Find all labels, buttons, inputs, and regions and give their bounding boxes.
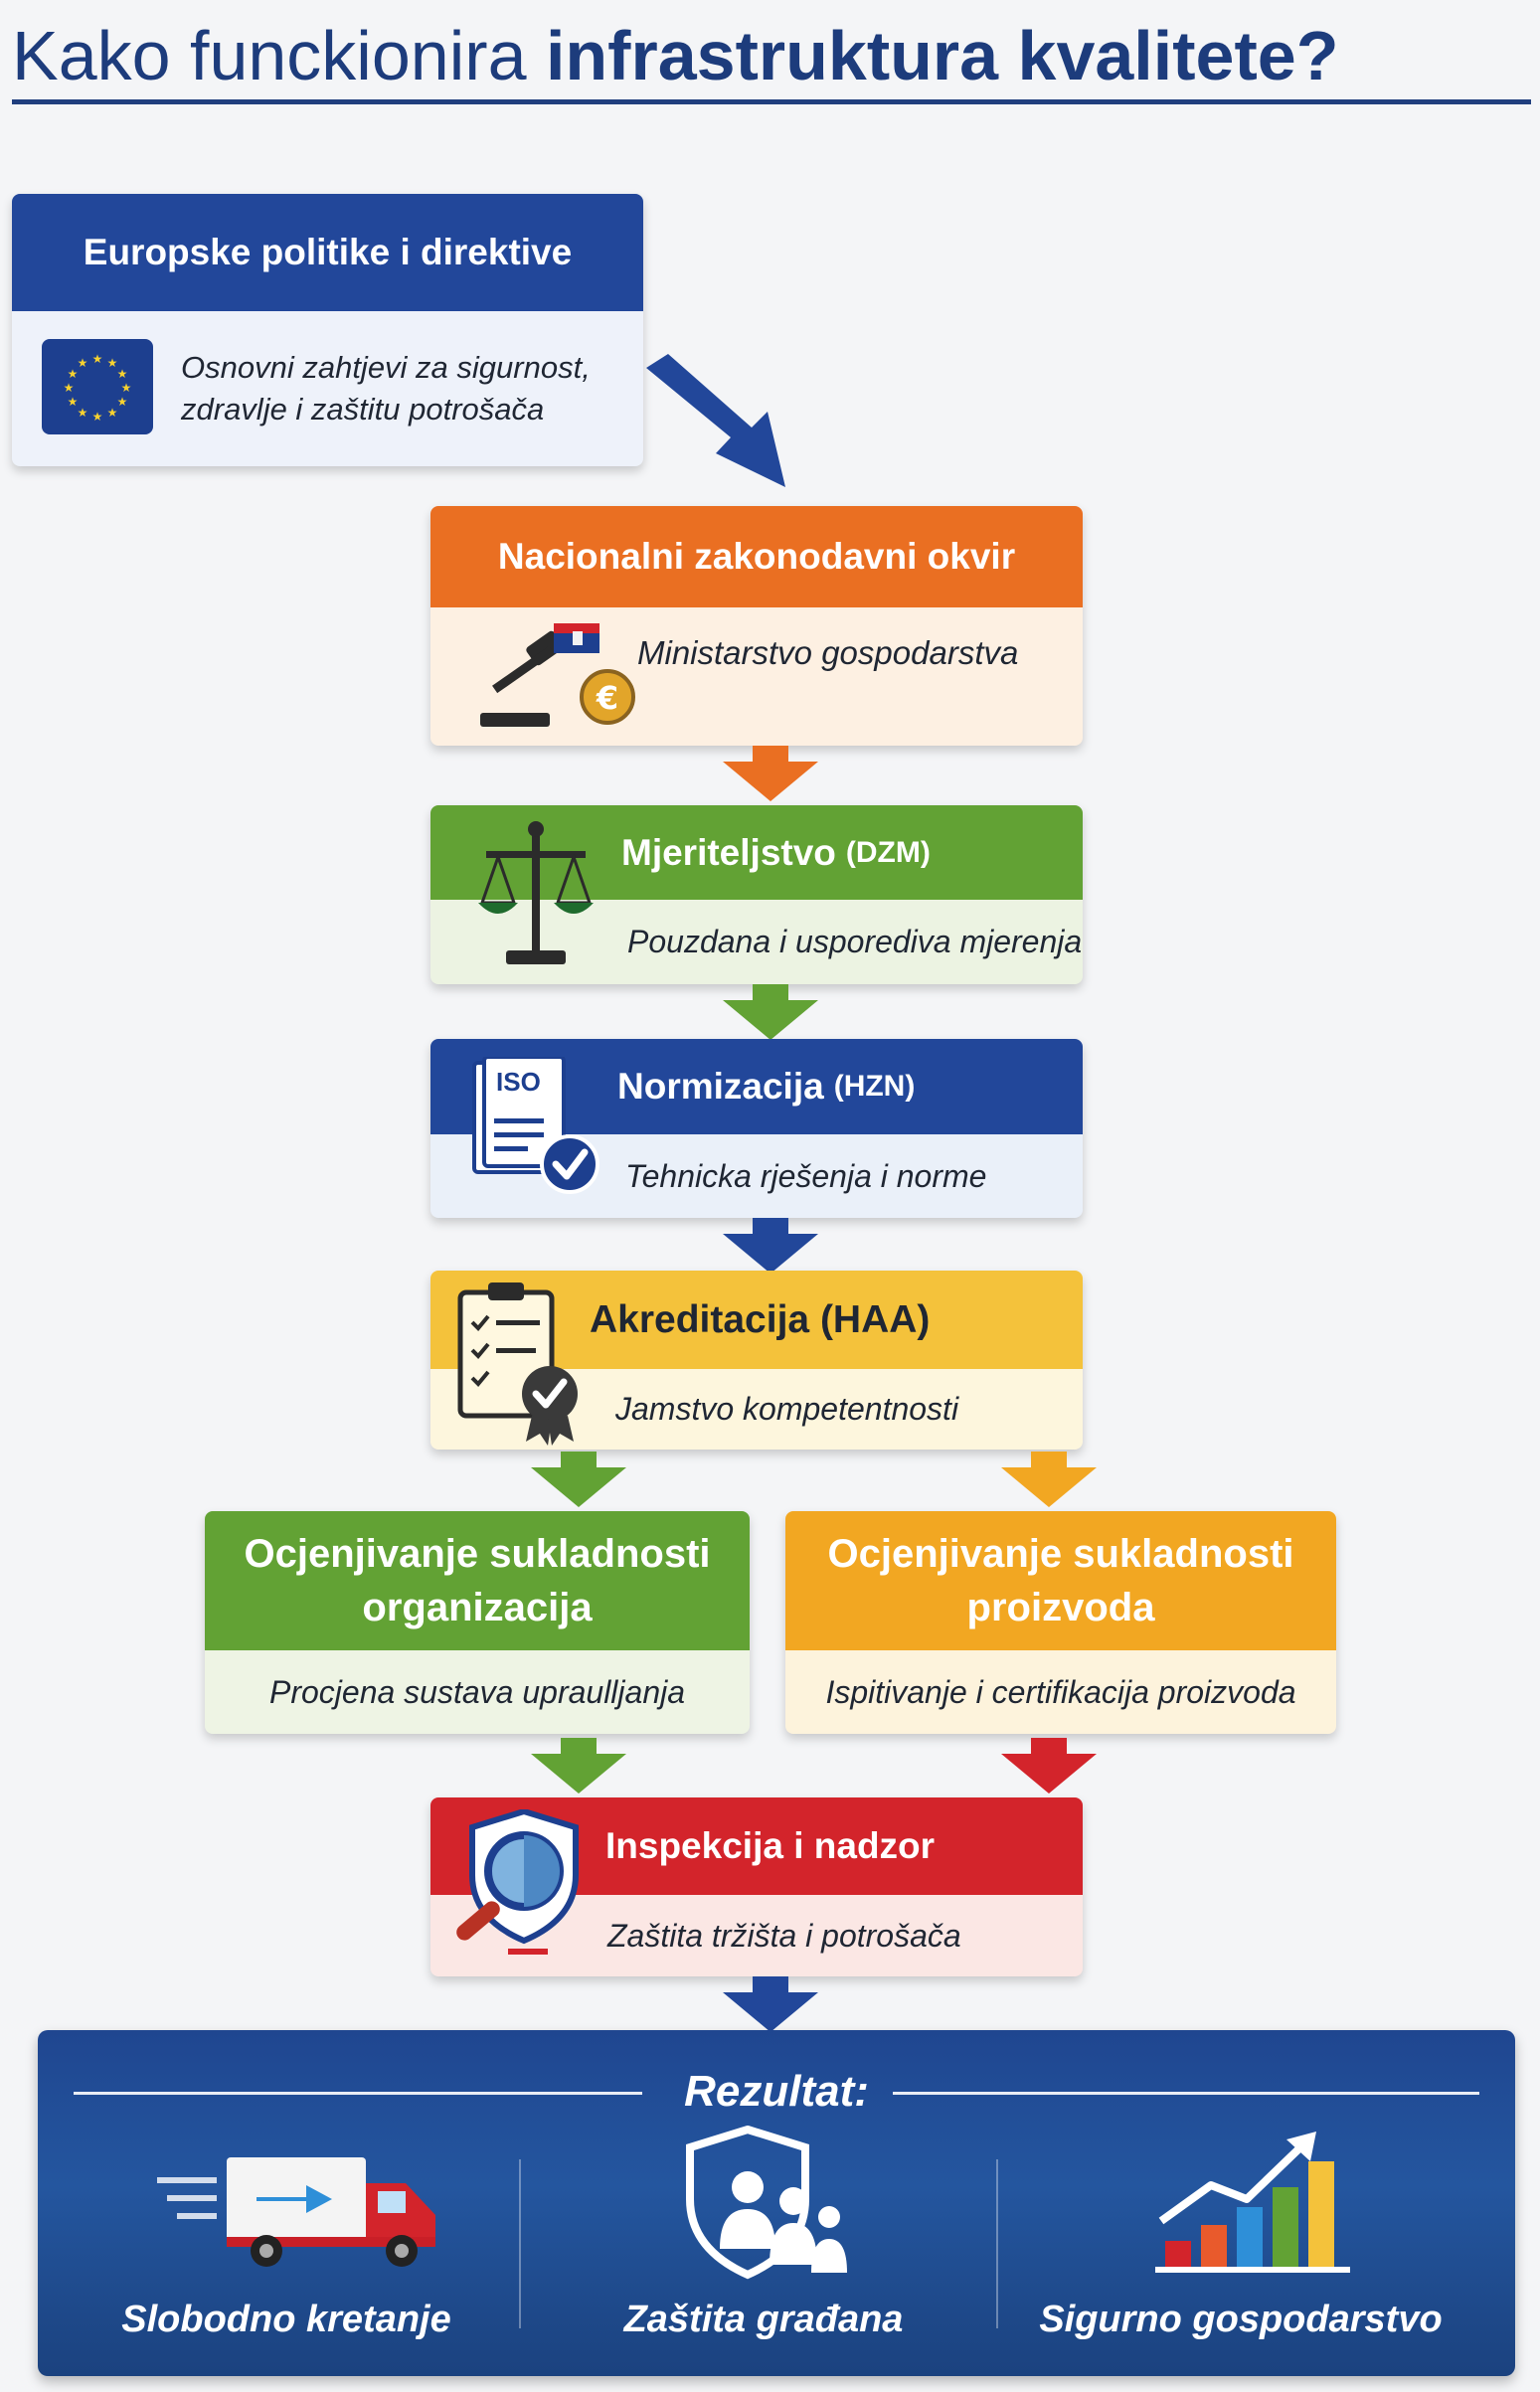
iso-document-icon: ISO [472, 1057, 601, 1206]
gavel-icon: € [480, 623, 635, 727]
svg-text:★: ★ [78, 356, 88, 370]
flow-arrow-eu-national [646, 354, 785, 487]
svg-text:★: ★ [68, 395, 79, 409]
clipboard-check-icon [457, 1282, 578, 1446]
inspection-heading: Inspekcija i nadzor [605, 1825, 936, 1866]
conformity-org-heading-line1: Ocjenjivanje sukladnosti [244, 1532, 711, 1576]
shield-people-icon [686, 2126, 847, 2280]
truck-icon [157, 2157, 435, 2267]
standardization-box: Normizacija (HZN) Tehnicka rješenja i no… [430, 1039, 1083, 1218]
conformity-organizations-box: Ocjenjivanje sukladnosti organizacija Pr… [205, 1511, 750, 1734]
page-title: Kako funckionira infrastruktura kvalitet… [12, 8, 1533, 103]
flow-arrow-green-1 [723, 984, 818, 1040]
svg-text:★: ★ [107, 406, 118, 420]
svg-text:★: ★ [78, 406, 88, 420]
flow-arrow-red [1001, 1738, 1097, 1794]
metrology-tag: (DZM) [845, 835, 931, 869]
accreditation-heading: Akreditacija (HAA) [590, 1297, 931, 1341]
standardization-heading: Normizacija [617, 1066, 824, 1107]
eu-flag-icon: ★★★ ★★★ ★★★ ★★★ [42, 339, 153, 434]
result-panel: Rezultat: Slobodno kretanje Zaštita građ… [38, 2030, 1515, 2376]
svg-text:€: € [596, 679, 618, 717]
conformity-product-description: Ispitivanje i certifikacija proizvoda [825, 1673, 1296, 1710]
result-rule-left [74, 2092, 642, 2095]
standardization-description: Tehnicka rješenja i norme [625, 1157, 987, 1194]
conformity-products-box: Ocjenjivanje sukladnosti proizvoda Ispit… [785, 1511, 1336, 1734]
flow-arrow-green-left [531, 1452, 626, 1507]
accreditation-box: Akreditacija (HAA) Jamstvo kompetentnost… [430, 1271, 1083, 1450]
national-description: Ministarstvo gospodarstva [637, 633, 1019, 671]
flow-arrow-orange [723, 746, 818, 801]
flow-arrow-green-2 [531, 1738, 626, 1794]
metrology-heading: Mjeriteljstvo [621, 831, 836, 873]
result-divider-1 [519, 2159, 521, 2328]
title-underline [12, 99, 1531, 104]
flow-arrow-blue-1 [723, 1218, 818, 1274]
conformity-org-heading-line2: organizacija [362, 1586, 593, 1629]
conformity-org-description: Procjena sustava upraulljanja [268, 1673, 686, 1710]
svg-text:★: ★ [117, 367, 128, 381]
eu-heading: Europske politike i direktive [83, 232, 573, 272]
eu-policies-box: Europske politike i direktive Osnovni za… [12, 194, 643, 466]
result-rule-right [893, 2092, 1479, 2095]
svg-text:★: ★ [92, 410, 103, 424]
conformity-product-heading-line1: Ocjenjivanje sukladnosti [827, 1532, 1294, 1576]
inspection-description: Zaštita tržišta i potrošača [607, 1917, 961, 1954]
flow-arrow-amber-right [1001, 1452, 1097, 1507]
result-divider-2 [996, 2159, 998, 2328]
svg-text:★: ★ [121, 381, 132, 395]
conformity-product-heading-line2: proizvoda [966, 1586, 1155, 1629]
eu-description-line2: zdravlje i zaštitu potrošača [181, 392, 545, 427]
bar-chart-growth-icon [1155, 2132, 1350, 2273]
eu-description-line1: Osnovni zahtjevi za sigurnost, [181, 350, 591, 385]
title-bold: infrastruktura kvalitete? [545, 17, 1339, 94]
svg-text:★: ★ [92, 352, 103, 366]
result-title: Rezultat: [684, 2067, 869, 2116]
national-framework-box: Nacionalni zakonodavni okvir Ministarstv… [430, 506, 1083, 746]
result-label-free-movement: Slobodno kretanje [121, 2299, 451, 2340]
svg-text:★: ★ [64, 381, 75, 395]
title-light: Kako funckionira [12, 17, 527, 94]
accreditation-description: Jamstvo kompetentnosti [615, 1391, 959, 1427]
scales-icon [478, 821, 594, 964]
result-label-citizen-protection: Zaštita građana [623, 2299, 904, 2340]
iso-label: ISO [496, 1067, 541, 1097]
national-heading: Nacionalni zakonodavni okvir [497, 536, 1016, 577]
metrology-description: Pouzdana i usporediva mjerenja [627, 924, 1083, 959]
svg-text:★: ★ [68, 367, 79, 381]
standardization-tag: (HZN) [833, 1070, 916, 1103]
flow-arrow-blue-2 [723, 1976, 818, 2032]
svg-text:★: ★ [117, 395, 128, 409]
svg-text:★: ★ [107, 356, 118, 370]
result-label-safe-economy: Sigurno gospodarstvo [1039, 2299, 1443, 2340]
metrology-box: Mjeriteljstvo (DZM) Pouzdana i usporediv… [430, 805, 1083, 984]
inspection-box: Inspekcija i nadzor Zaštita tržišta i po… [430, 1797, 1083, 1976]
magnifier-shield-icon [456, 1809, 579, 1955]
